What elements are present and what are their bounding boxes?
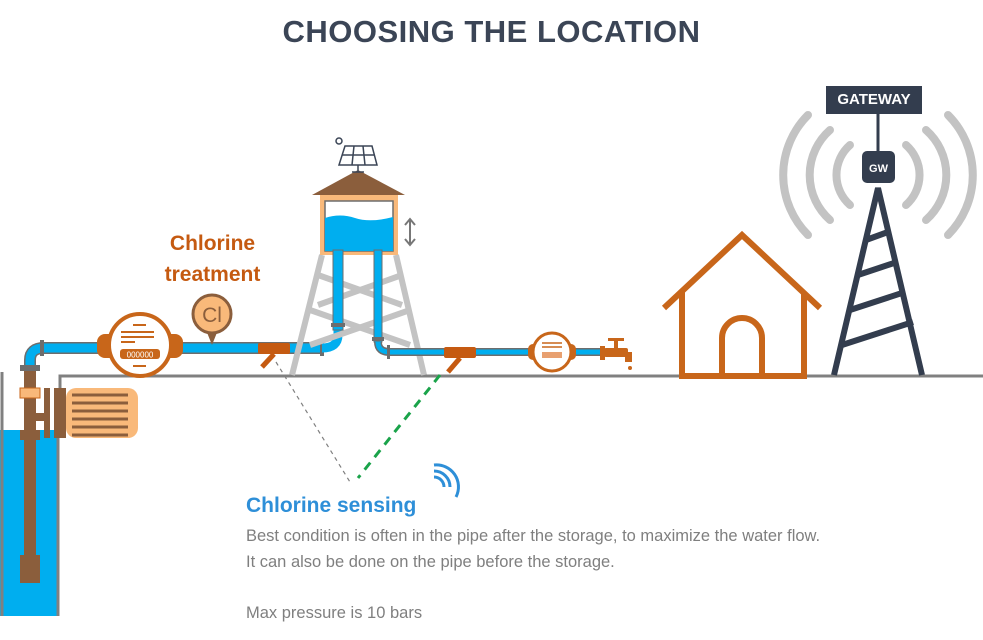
gateway-label: GATEWAY [826, 86, 922, 114]
water-meter: 000000 [97, 312, 183, 378]
water-tower [289, 170, 427, 376]
gateway-tower: GW [779, 111, 977, 376]
chlorine-treatment-line1: Chlorine [169, 232, 256, 255]
wireless-signal-icon [433, 463, 460, 498]
chlorine-injection-badge: Cl [191, 293, 233, 345]
sensor-before-storage [258, 343, 290, 369]
sensor-link-gray [275, 361, 351, 483]
house-icon [661, 230, 823, 379]
gw-badge-text: GW [869, 163, 889, 175]
sensor-after-storage [444, 347, 476, 374]
customer-meter [528, 331, 576, 373]
chlorine-treatment-label: Chlorine treatment [140, 228, 285, 290]
gw-badge [862, 151, 895, 183]
page-title: CHOOSING THE LOCATION [282, 14, 701, 49]
max-pressure-note: Max pressure is 10 bars [246, 604, 423, 622]
sensing-description-1: Best condition is often in the pipe afte… [246, 527, 821, 545]
well [0, 360, 60, 616]
cl-badge-text: Cl [202, 304, 222, 327]
sensor-link-green [356, 374, 442, 479]
chlorine-treatment-line2: treatment [164, 263, 261, 286]
solar-panel-icon [335, 137, 378, 173]
chlorine-sensing-title: Chlorine sensing [246, 494, 417, 517]
ground-line [58, 374, 983, 388]
level-arrow-icon [404, 217, 416, 247]
pump-motor [44, 388, 138, 438]
tap-icon [600, 338, 632, 370]
sensing-description-2: It can also be done on the pipe before t… [246, 553, 615, 571]
pipe-after-storage [374, 341, 605, 359]
meter-digits: 000000 [127, 351, 154, 360]
